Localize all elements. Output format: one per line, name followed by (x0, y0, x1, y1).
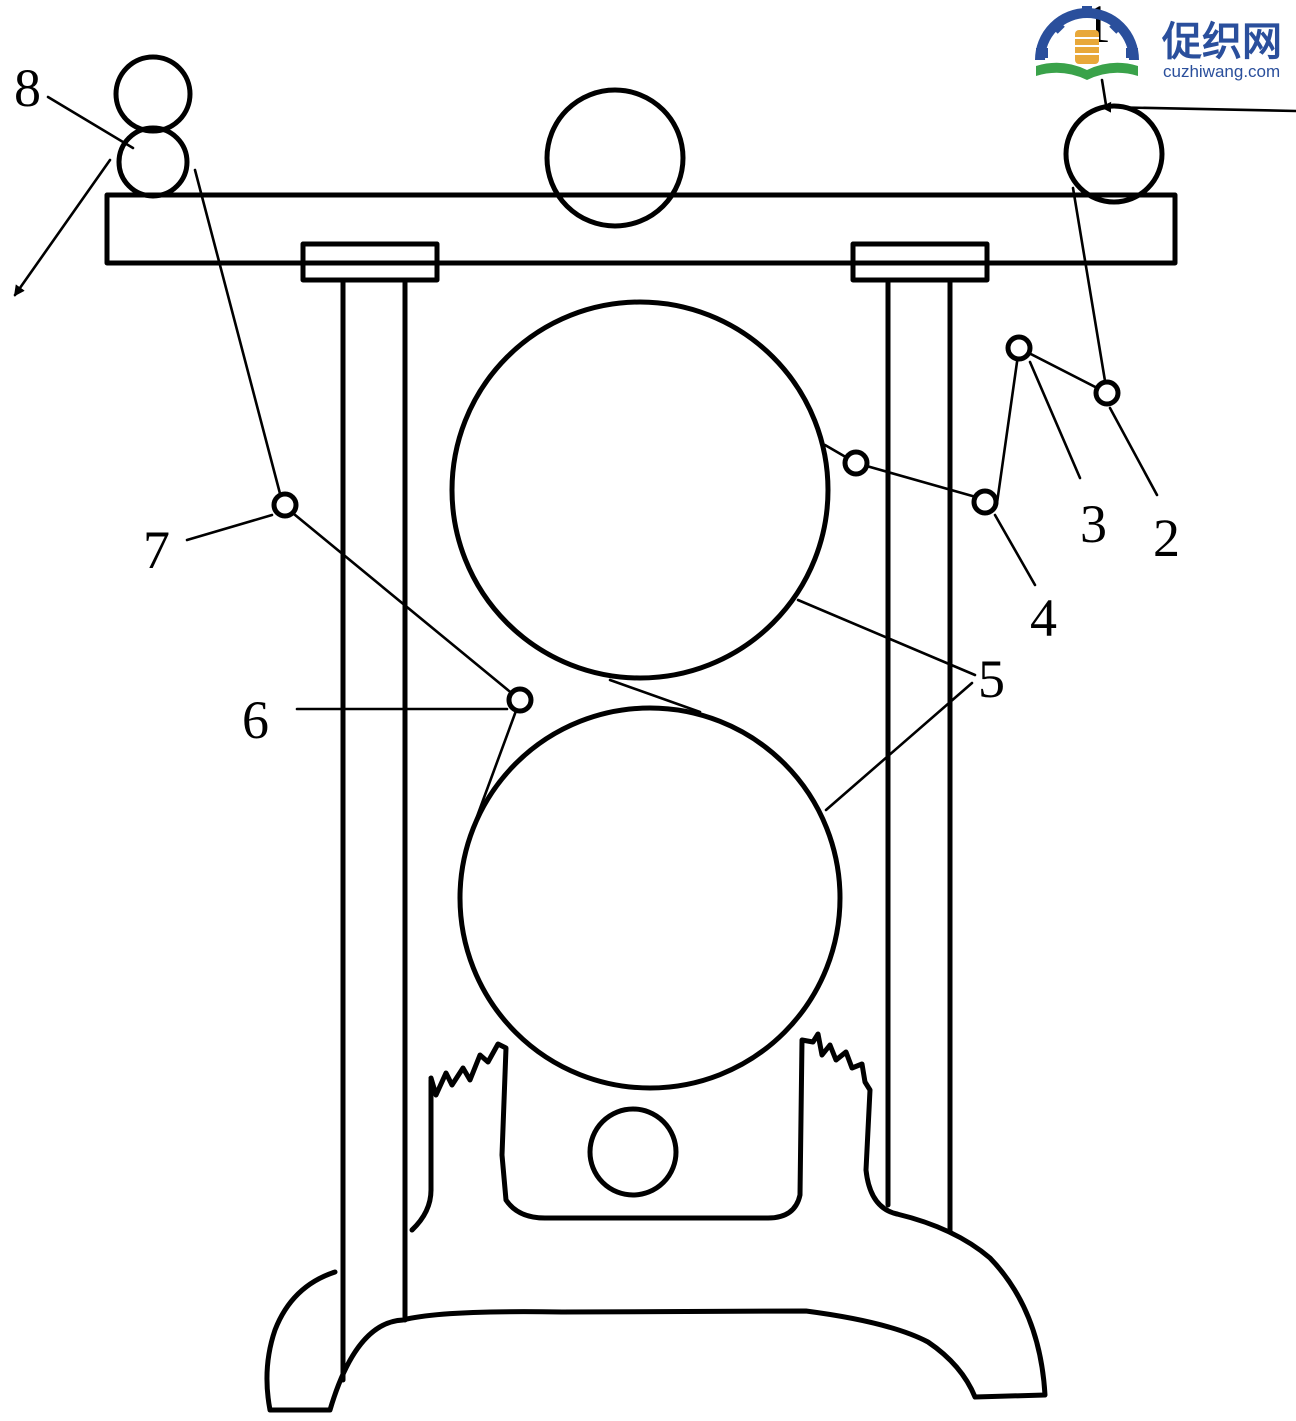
guide-6 (506, 686, 534, 714)
yarn-in-arrow (1100, 101, 1296, 113)
base-frame (264, 1211, 1048, 1413)
watermark-name: 促织网 (1161, 19, 1282, 65)
guide-3 (1005, 334, 1033, 362)
label-3: 3 (1080, 494, 1107, 554)
label-8: 8 (14, 58, 41, 118)
right-post-cap (850, 241, 990, 283)
center-top-roller (544, 87, 686, 229)
leader-8 (46, 95, 135, 150)
label-2: 2 (1153, 508, 1180, 568)
guide-tension (842, 449, 870, 477)
label-4: 4 (1030, 588, 1057, 648)
yarn-in-stub (1100, 78, 1108, 107)
gear-icon (1035, 6, 1139, 61)
guide-7 (271, 491, 299, 519)
yarn-out-arrow (13, 158, 112, 297)
leader-3 (1028, 360, 1082, 480)
label-5: 5 (978, 649, 1005, 709)
trough-left-foot (409, 1187, 434, 1233)
upper-drum (449, 299, 831, 681)
top-beam (104, 192, 1178, 266)
yarn-between-drums (608, 678, 702, 714)
leader-5a (796, 598, 977, 677)
guide-2 (1093, 379, 1121, 407)
spool-icon (1075, 30, 1099, 64)
leader-5b (824, 681, 974, 812)
book-icon (1036, 62, 1138, 80)
nip-roller-lower (116, 125, 190, 199)
lower-drum (457, 705, 843, 1091)
watermark-domain: cuzhiwang.com (1163, 62, 1280, 81)
guide-4 (971, 488, 999, 516)
nip-roller-upper (113, 54, 193, 134)
left-post-cap (300, 241, 440, 283)
watermark-logo: 促织网 cuzhiwang.com (1035, 6, 1282, 81)
leader-7 (185, 513, 274, 542)
bottom-roller (587, 1106, 679, 1198)
feed-roller (1063, 103, 1165, 205)
leader-2 (1108, 406, 1159, 497)
trough (428, 1031, 900, 1221)
label-6: 6 (242, 690, 269, 750)
label-7: 7 (143, 520, 170, 580)
yarn-path-left (193, 168, 522, 824)
leader-4 (993, 513, 1037, 587)
